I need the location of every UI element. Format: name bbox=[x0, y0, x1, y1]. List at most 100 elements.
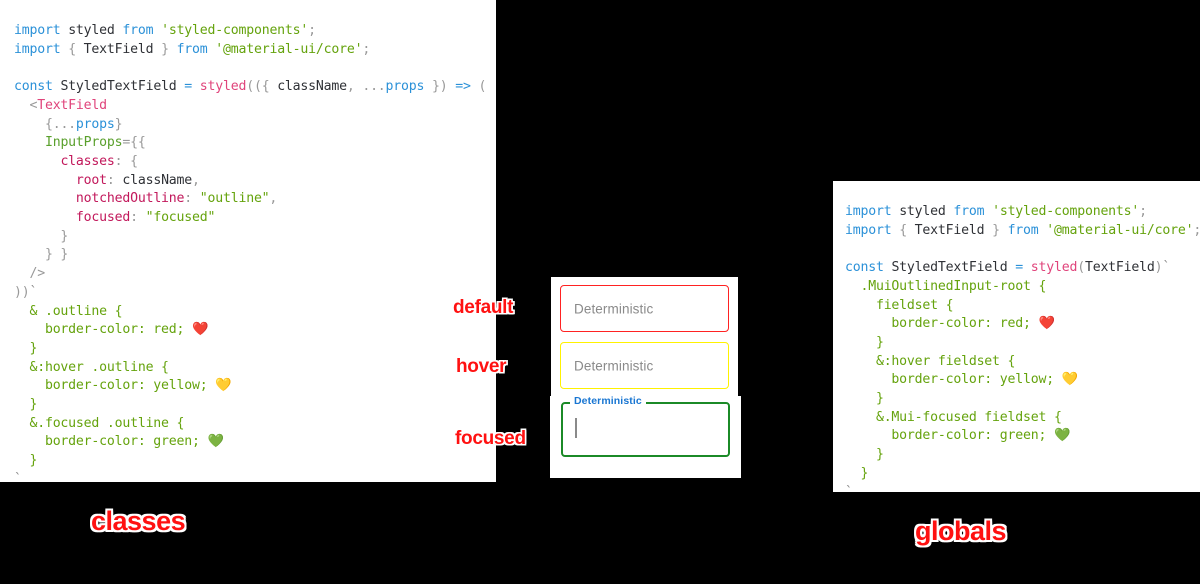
code-token: ; bbox=[362, 41, 371, 57]
code-token: = bbox=[122, 135, 131, 151]
code-line: } bbox=[845, 334, 1200, 353]
code-line: ))` bbox=[14, 284, 496, 303]
code-token bbox=[14, 173, 76, 188]
code-line: border-color: red; ❤️ bbox=[14, 321, 496, 340]
code-line: ` bbox=[845, 484, 1200, 493]
code-line: {...props} bbox=[14, 116, 496, 135]
code-token: props bbox=[75, 116, 115, 132]
code-token: className bbox=[122, 172, 193, 188]
code-token: StyledTextField bbox=[883, 260, 1016, 276]
code-token bbox=[14, 191, 76, 206]
code-line: focused: "focused" bbox=[14, 209, 496, 228]
code-token: ` bbox=[14, 471, 22, 482]
code-token: } bbox=[984, 222, 1000, 238]
code-token: /> bbox=[14, 266, 45, 282]
code-line: border-color: yellow; 💛 bbox=[14, 377, 496, 396]
code-token: TextField bbox=[37, 97, 107, 113]
code-token: border-color: yellow; bbox=[845, 372, 1062, 388]
code-token: { bbox=[130, 154, 138, 169]
heart-emoji-icon: 💛 bbox=[215, 378, 232, 394]
code-token: import bbox=[14, 41, 69, 57]
code-token: = bbox=[1015, 260, 1024, 276]
code-token: from bbox=[176, 41, 208, 57]
heart-emoji-icon: 💚 bbox=[207, 434, 224, 450]
code-token: from bbox=[953, 204, 985, 220]
caption-classes: classes bbox=[91, 506, 186, 536]
code-line: import { TextField } from '@material-ui/… bbox=[14, 41, 496, 60]
textfield-default-value: Deterministic bbox=[574, 301, 654, 316]
code-line: .MuiOutlinedInput-root { bbox=[845, 278, 1200, 297]
code-token: props bbox=[385, 79, 425, 95]
code-token: &.Mui-focused fieldset { bbox=[845, 409, 1062, 425]
code-token: ` bbox=[1162, 260, 1171, 276]
code-token: StyledTextField bbox=[52, 79, 185, 95]
code-line: import styled from 'styled-components'; bbox=[14, 22, 496, 41]
textfield-hover[interactable]: Deterministic bbox=[560, 342, 729, 389]
code-line: } bbox=[845, 465, 1200, 484]
code-token: { bbox=[899, 222, 915, 238]
code-token bbox=[1000, 223, 1008, 238]
code-token: } bbox=[14, 340, 38, 356]
code-token: fieldset { bbox=[845, 297, 954, 313]
code-token: : bbox=[114, 154, 131, 169]
code-token: } bbox=[153, 41, 169, 57]
code-token: styled bbox=[1030, 260, 1078, 276]
code-line: border-color: green; 💚 bbox=[14, 433, 496, 452]
code-token: border-color: red; bbox=[845, 316, 1039, 332]
code-token: } bbox=[14, 453, 38, 468]
code-token: root bbox=[75, 172, 107, 188]
code-token: const bbox=[845, 260, 884, 276]
code-token: const bbox=[14, 79, 53, 95]
code-token: ; bbox=[308, 23, 316, 39]
code-token: < bbox=[14, 97, 38, 113]
code-token: className bbox=[277, 79, 347, 95]
code-token bbox=[14, 135, 45, 150]
code-token: 'styled-components' bbox=[161, 23, 309, 39]
code-token: , bbox=[346, 79, 363, 95]
code-token: (({ bbox=[246, 79, 278, 95]
code-token bbox=[169, 42, 177, 57]
code-line: /> bbox=[14, 265, 496, 284]
code-token: "outline" bbox=[199, 191, 270, 207]
code-token: classes bbox=[60, 154, 115, 169]
code-token: .MuiOutlinedInput-root { bbox=[845, 278, 1047, 294]
code-token: } bbox=[845, 391, 884, 407]
code-token: }) bbox=[424, 79, 456, 95]
code-panel-globals: import styled from 'styled-components';i… bbox=[833, 181, 1200, 492]
code-token: ) bbox=[1154, 260, 1163, 276]
code-token: &:hover fieldset { bbox=[845, 353, 1016, 369]
code-token: , bbox=[269, 191, 278, 207]
code-line bbox=[845, 241, 1200, 260]
code-token: TextField bbox=[1084, 260, 1155, 276]
code-token: ; bbox=[1193, 223, 1200, 238]
code-token: : bbox=[184, 191, 200, 207]
code-line: } bbox=[14, 340, 496, 359]
state-label-default: default bbox=[453, 297, 514, 318]
code-line: ` bbox=[14, 471, 496, 482]
code-line: classes: { bbox=[14, 153, 496, 172]
code-token: } bbox=[14, 228, 69, 244]
code-token: from bbox=[122, 23, 154, 39]
code-token bbox=[14, 154, 60, 169]
demo-card-unfocused: Deterministic Deterministic bbox=[551, 277, 738, 397]
code-token: } bbox=[845, 465, 869, 481]
code-token: from bbox=[1007, 222, 1039, 238]
code-token: { bbox=[68, 41, 84, 57]
textfield-default[interactable]: Deterministic bbox=[560, 285, 729, 332]
code-token: ... bbox=[362, 79, 386, 95]
code-line: root: className, bbox=[14, 172, 496, 191]
code-token: TextField bbox=[83, 41, 154, 57]
code-line: notchedOutline: "outline", bbox=[14, 190, 496, 209]
textfield-focused[interactable]: Deterministic bbox=[561, 395, 730, 457]
code-line: <TextField bbox=[14, 97, 496, 116]
code-token: & .outline { bbox=[14, 303, 123, 319]
code-line: &.focused .outline { bbox=[14, 415, 496, 434]
code-token: : bbox=[130, 210, 146, 226]
code-line: import { TextField } from '@material-ui/… bbox=[845, 222, 1200, 241]
code-line: const StyledTextField = styled(TextField… bbox=[845, 259, 1200, 278]
code-token: )) bbox=[14, 284, 30, 300]
code-token: { bbox=[14, 116, 53, 132]
code-token bbox=[192, 79, 200, 94]
heart-emoji-icon: 💛 bbox=[1061, 372, 1078, 388]
code-line: } bbox=[845, 390, 1200, 409]
